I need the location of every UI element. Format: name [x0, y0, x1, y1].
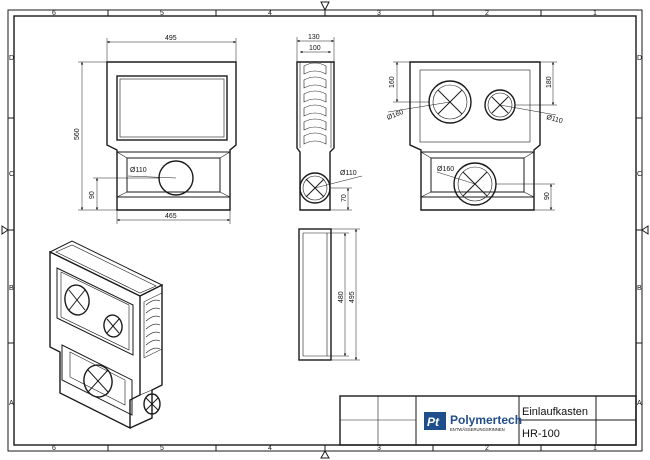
col-label: 1: [593, 445, 597, 452]
dim-inlet-height: 90: [89, 191, 96, 199]
col-label: 5: [160, 10, 164, 17]
dim-back-big-diameter: Ø160: [386, 109, 405, 122]
dim-back-small-diameter: Ø110: [545, 114, 563, 125]
drawing-name: Einlaufkasten: [522, 406, 588, 418]
center-mark-left: [1, 225, 14, 235]
row-label: C: [637, 171, 642, 178]
center-mark-top: [320, 1, 330, 16]
border-labels: 6 5 4 3 2 1 6 5 4 3 2 1 D C B A D C B A: [9, 10, 642, 452]
side-view: 130 100 Ø110 70: [296, 34, 363, 211]
col-label: 3: [377, 445, 381, 452]
front-view: 495 560 90 Ø110 465: [74, 35, 237, 224]
dim-section-outer: 495: [349, 291, 356, 303]
dim-back-bottom-diameter: Ø160: [437, 166, 454, 173]
col-label: 6: [52, 10, 56, 17]
dim-side-outer: 130: [308, 34, 320, 41]
dim-width-top: 495: [165, 35, 177, 42]
row-label: B: [9, 285, 14, 292]
row-label: D: [637, 55, 642, 62]
company-logo: [424, 412, 446, 430]
dim-inlet-diameter: Ø110: [130, 167, 147, 174]
isometric-view: [48, 240, 164, 430]
col-label: 3: [377, 10, 381, 17]
section-view: 480 495: [298, 228, 360, 361]
center-mark-right: [636, 225, 649, 235]
row-label: B: [637, 285, 642, 292]
logo-text: Pt: [427, 415, 440, 429]
back-view: 160 180 Ø160 Ø110 Ø160 90: [386, 61, 563, 211]
title-block: Pt Polymertech ENTWÄSSERUNGSRINNEN Einla…: [339, 395, 637, 446]
dim-back-bottom-height: 90: [544, 192, 551, 200]
col-label: 4: [268, 10, 272, 17]
col-label: 5: [160, 445, 164, 452]
col-label: 1: [593, 10, 597, 17]
dim-side-inner: 100: [309, 45, 321, 52]
dim-width-bottom: 465: [165, 213, 177, 220]
part-number: HR-100: [522, 428, 560, 440]
dim-back-top-right: 180: [546, 76, 553, 88]
row-label: D: [9, 55, 14, 62]
dim-side-inlet-height: 70: [341, 194, 348, 202]
center-mark-bottom: [320, 445, 330, 459]
row-label: A: [9, 400, 14, 407]
dim-side-inlet-diameter: Ø110: [340, 170, 357, 177]
row-label: A: [637, 400, 642, 407]
dim-back-top-left: 160: [389, 76, 396, 88]
company-subtitle: ENTWÄSSERUNGSRINNEN: [450, 427, 505, 432]
col-label: 4: [268, 445, 272, 452]
dim-height-left: 560: [74, 128, 81, 140]
row-label: C: [9, 171, 14, 178]
col-label: 6: [52, 445, 56, 452]
col-label: 2: [485, 10, 489, 17]
dim-section-inner: 480: [338, 291, 345, 303]
col-label: 2: [485, 445, 489, 452]
company-name: Polymertech: [450, 413, 522, 427]
